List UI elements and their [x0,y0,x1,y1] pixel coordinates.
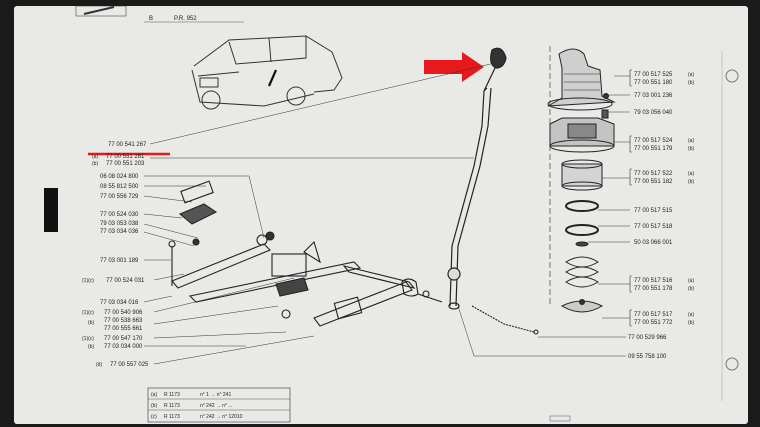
binder-hole [725,69,739,83]
part-number: 79 03 053 038 [100,221,139,227]
section-tab [44,188,58,232]
part-number: 77 03 001 189 [100,258,139,264]
serial-legend: (a) R 1173 n° 1 → n° 241 (b) R 1173 n° 2… [147,387,291,423]
part-number: 77 00 517 518 [634,224,673,230]
plate-ref: P.R. 952 [174,16,197,22]
exploded-diagram: B P.R. 952 [44,6,739,423]
binder-hole [725,357,739,371]
part-number: 77 00 547 170 [104,336,143,342]
part-number: 77 00 524 030 [100,212,139,218]
legend-tag: (c) [151,414,157,420]
variant-tag: (a) [688,138,694,144]
variant-tag: (a) [688,278,694,284]
gear-boot-assembly [547,46,616,313]
variant-tag: (a) [688,72,694,78]
gear-lever [447,47,507,310]
legend-range: n° 242 → n° ... [200,403,233,409]
legend-range: n° 1 → n° 241 [200,392,231,398]
part-number: 77 03 034 036 [100,229,139,235]
part-number: 77 00 551 772 [634,320,673,326]
variant-tag: (1)(c) [82,310,94,316]
variant-tag: (a) [688,171,694,177]
part-number: 77 00 517 517 [634,312,673,318]
variant-tag: (b) [688,80,694,86]
variant-tag: (1)(c) [82,278,94,284]
part-number: 77 00 517 516 [634,278,673,284]
part-number: 77 03 034 016 [100,300,139,306]
variant-tag: (b) [688,286,694,292]
part-number: 77 00 524 031 [106,278,145,284]
part-number: 77 00 551 182 [634,179,673,185]
variant-tag: (b) [688,320,694,326]
variant-tag: (b) [88,320,94,326]
part-number: 77 00 551 179 [634,146,673,152]
part-number: 77 00 540 906 [104,310,143,316]
part-number: 77 00 538 663 [104,318,143,324]
red-arrow-pointer [424,52,484,82]
part-number: 77 00 517 524 [634,138,673,144]
legend-tag: (b) [151,403,157,409]
part-number: 09 55 758 100 [628,354,667,360]
variant-tag: (a) [688,312,694,318]
part-number: 77 00 551 178 [634,286,673,292]
legend-tag: (a) [151,392,157,398]
part-number: 77 00 555 661 [104,326,143,332]
variant-tag: (b) [92,161,98,167]
variant-tag: (1)(c) [82,336,94,342]
part-number: 77 00 551 180 [634,80,673,86]
legend-model: R 1173 [164,403,180,409]
variant-tag: (b) [688,179,694,185]
part-number: 77 03 001 236 [634,93,673,99]
part-number: 79 03 056 040 [634,110,673,116]
part-number: 06 08 024 800 [100,174,139,180]
legend-model: R 1173 [164,392,180,398]
part-number: 77 00 517 522 [634,171,673,177]
corner-label: B [149,16,153,22]
right-part-numbers: 77 00 517 525 (a) 77 00 551 180 (b) 77 0… [628,72,694,360]
part-number: 77 00 557 025 [110,362,149,368]
part-number: 77 03 034 000 [104,344,143,350]
part-number: 77 00 517 515 [634,208,673,214]
part-number: 77 00 551 281 [106,154,145,160]
variant-tag: (a) [92,154,98,160]
variant-tag: (d) [96,362,102,368]
gear-linkage [168,180,539,335]
parts-catalog-page: B P.R. 952 [14,6,748,424]
part-number: 77 00 551 203 [106,161,145,167]
left-part-numbers: 77 00 541 267 (a) 77 00 551 281 (b) 77 0… [82,142,149,368]
variant-tag: (b) [88,344,94,350]
part-number: 08 55 812 500 [100,184,139,190]
part-number: 50 03 066 001 [634,240,673,246]
part-number: 77 00 517 525 [634,72,673,78]
part-number: 77 00 541 267 [108,142,147,148]
legend-range: n° 242 → n° 12010 [200,414,243,420]
legend-model: R 1173 [164,414,180,420]
car-illustration [191,35,343,110]
part-number: 77 00 556 729 [100,194,139,200]
variant-tag: (b) [688,146,694,152]
part-number: 77 00 529 966 [628,335,667,341]
